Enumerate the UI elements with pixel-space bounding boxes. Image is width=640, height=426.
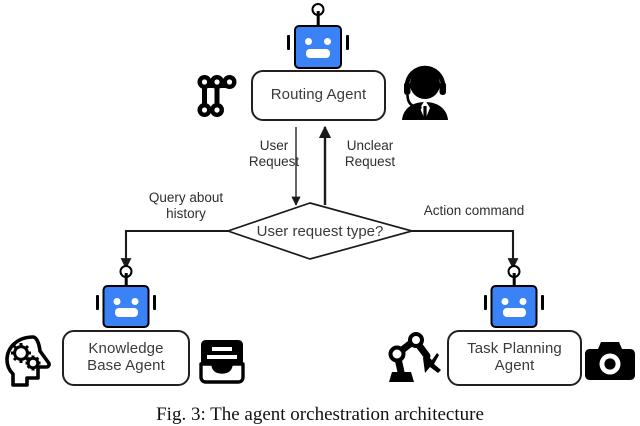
file-tray-icon <box>199 340 245 384</box>
robot-antenna-stem <box>316 11 320 27</box>
robot-ear-left <box>287 35 290 50</box>
robot-ear-right <box>153 295 156 310</box>
robot-eye-left <box>305 38 312 45</box>
robot-eye-right <box>131 298 139 305</box>
gear-shift-icon <box>197 75 237 117</box>
robot-eye-left <box>501 298 509 305</box>
routing-agent-box[interactable]: Routing Agent <box>251 70 386 121</box>
figure-caption: Fig. 3: The agent orchestration architec… <box>156 404 484 425</box>
robot-eye-left <box>113 298 121 305</box>
routing-agent-robot-icon <box>287 3 349 71</box>
edge-query-about-history <box>120 229 228 270</box>
robot-arm-icon <box>388 332 441 382</box>
decision-label: User request type? <box>256 222 384 240</box>
edge-label-user-request: User Request <box>248 138 300 169</box>
robot-head <box>102 285 150 328</box>
knowledge-base-agent-box[interactable]: Knowledge Base Agent <box>62 330 190 386</box>
robot-ear-left <box>484 295 487 310</box>
robot-head <box>294 25 342 69</box>
robot-mouth <box>502 308 526 317</box>
decision-diamond-shape <box>225 202 416 260</box>
knowledge-base-agent-label: Knowledge Base Agent <box>87 340 165 374</box>
robot-eye-right <box>519 298 527 305</box>
routing-agent-label: Routing Agent <box>270 86 367 104</box>
edge-label-action-command: Action command <box>423 203 525 218</box>
robot-ear-left <box>96 295 99 310</box>
task-planning-agent-box[interactable]: Task Planning Agent <box>447 330 582 386</box>
decision-node[interactable]: User request type? <box>228 203 412 259</box>
robot-mouth <box>306 49 330 58</box>
task-planning-agent-label: Task Planning Agent <box>467 340 562 374</box>
support-headset-person-icon <box>402 65 448 120</box>
edge-label-query-about-history: Query about history <box>148 190 224 221</box>
knowledge-base-agent-robot-icon <box>96 265 156 331</box>
robot-ear-right <box>541 295 544 310</box>
head-with-gears-icon <box>5 335 51 387</box>
camera-icon <box>585 342 635 380</box>
edge-label-unclear-request: Unclear Request <box>344 138 396 169</box>
edge-action-command <box>412 229 519 270</box>
robot-head <box>490 285 538 328</box>
robot-mouth <box>114 308 138 317</box>
robot-antenna-stem <box>512 273 516 287</box>
robot-eye-right <box>324 38 331 45</box>
task-planning-agent-robot-icon <box>484 265 544 331</box>
robot-antenna-stem <box>124 273 128 287</box>
robot-ear-right <box>346 35 349 50</box>
